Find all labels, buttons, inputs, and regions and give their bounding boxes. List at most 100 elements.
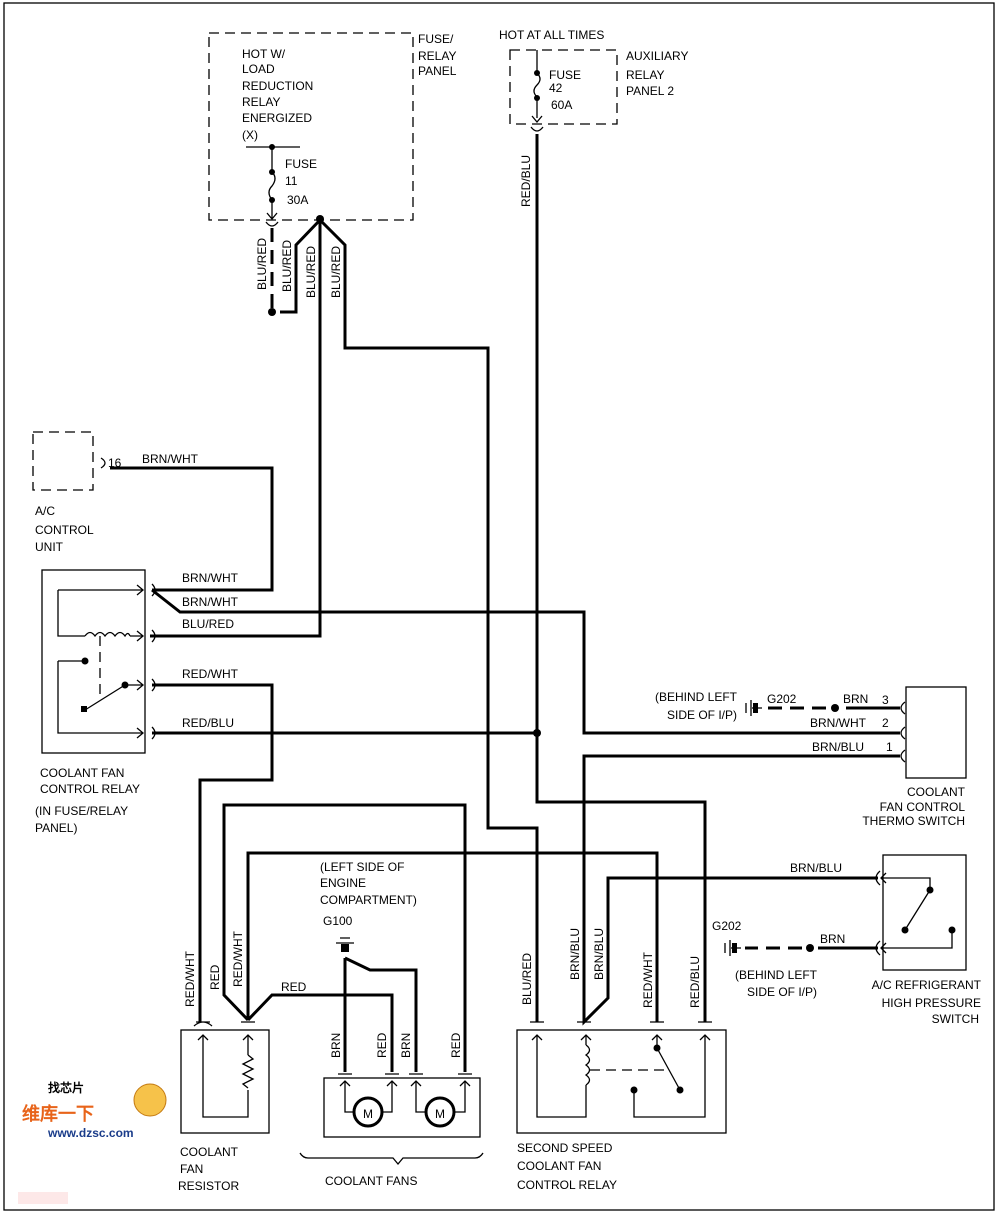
label-wires-brn_blu: BRN/BLU [812,740,864,754]
label-second_speed_relay-title-1: COOLANT FAN [517,1159,601,1173]
label-ground_g202_a-note-1: SIDE OF I/P) [667,708,737,722]
label-coolant_fan_control_relay-title-1: CONTROL RELAY [40,782,140,796]
fan-motor-1-icon [352,1096,384,1128]
diagram-mark [197,1034,254,1041]
label-wires-red_blu: RED/BLU [519,155,533,207]
watermark-logo: 找芯片 维库一下 www.dzsc.com [18,1080,167,1204]
connector-icon [265,221,279,227]
ground-g100: (LEFT SIDE OF ENGINE COMPARTMENT) G100 [320,860,417,952]
diagram-mark [339,1080,471,1087]
label-thermo_switch-title-1: FAN CONTROL [880,800,966,814]
label-wires-red_wht: RED/WHT [183,950,197,1007]
relay-coil-icon [584,1044,591,1086]
diagram-mark [269,197,275,203]
label-wires-blu_red: BLU/RED [182,617,234,631]
label-ac_control_unit-pin: 16 [108,456,122,470]
diagram-mark [150,220,322,638]
diagram-mark [100,457,106,469]
wire-labels: BLU/RED BLU/RED BLU/RED BLU/RED RED/BLU … [142,155,868,1058]
label-aux_panel-title-2: PANEL 2 [626,84,674,98]
diagram-mark [516,1029,727,1134]
ac-refrigerant-high-pressure-switch: A/C REFRIGERANT HIGH PRESSURE SWITCH [872,854,982,1026]
label-wires-blu_red: BLU/RED [255,238,269,290]
diagram-mark [81,657,89,665]
coolant-fan-resistor: COOLANT FAN RESISTOR [178,1021,270,1193]
label-coolant_fan_control_relay-note-1: PANEL) [35,821,77,835]
diagram-mark [882,877,953,949]
label-fuse_relay_panel-hot_label-0: HOT W/ [242,47,286,61]
label-watermark-badge: 找芯片 [48,1080,84,1095]
diagram-mark [180,1029,270,1134]
label-ground_g202_b-note-1: SIDE OF I/P) [747,985,817,999]
frame [3,2,995,1211]
diagram-mark [152,683,274,1022]
diagram-mark [806,944,814,952]
wires [110,134,900,1072]
diagram-mark [202,1035,249,1118]
label-coolant_fan_resistor-title-0: COOLANT [180,1145,239,1159]
label-wires-brn_blu: BRN/BLU [790,861,842,875]
bracket [299,1152,484,1166]
label-wires-red: RED [375,1032,389,1058]
label-ground_g202_b-note-0: (BEHIND LEFT [735,968,818,982]
diagram-mark [266,212,278,221]
label-wires-brn_wht: BRN/WHT [182,595,239,609]
diagram-mark [905,686,967,779]
diagram-mark [222,803,467,1072]
ground-g202-lower: G202 (BEHIND LEFT SIDE OF I/P) [712,919,818,999]
diagram-mark [246,851,659,1022]
diagram-mark [343,956,418,1072]
coolant-fan-thermo-switch: 3 2 1 COOLANT FAN CONTROL THERMO SWITCH [862,686,967,828]
label-ground_g202_b-id: G202 [712,919,742,933]
label-ground_g100-id: G100 [323,914,353,928]
label-wires-blu_red: BLU/RED [520,953,534,1005]
relay-switch-icon [84,684,126,711]
diagram-mark [882,854,967,971]
label-ac_control_unit-title-0: A/C [35,504,55,518]
diagram-mark [533,729,541,737]
diagram-mark [875,870,881,956]
label-wires-brn: BRN [329,1033,343,1058]
label-ground_g100-note-1: ENGINE [320,876,366,890]
label-wires-red: RED [208,964,222,990]
label-wires-brn_blu: BRN/BLU [592,928,606,980]
diagram-mark [901,926,909,934]
ground-g202-upper: G202 (BEHIND LEFT SIDE OF I/P) [655,690,797,722]
diagram-mark [531,115,543,124]
diagram-mark [534,95,540,101]
label-wires-red_wht: RED/WHT [182,667,239,681]
diagram-mark [900,701,906,763]
diagram-mark [531,1034,711,1041]
label-fuse_relay_panel-hot_label-5: (X) [242,128,258,142]
label-wires-blu_red: BLU/RED [329,246,343,298]
label-wires-brn_wht: BRN/WHT [142,452,199,466]
label-coolant_fan_resistor-title-1: FAN [180,1162,203,1176]
label-wires-red: RED [449,1032,463,1058]
label-wires-brn_wht: BRN/WHT [182,571,239,585]
diagram-mark [582,754,900,1026]
label-wires-red_blu: RED/BLU [182,716,234,730]
label-second_speed_relay-title-0: SECOND SPEED [517,1141,613,1155]
diagram-mark [18,1192,68,1204]
diagram-mark [32,431,94,491]
diagram-mark [341,944,349,952]
diagram-mark [344,1082,466,1113]
ac-control-unit: 16 A/C CONTROL UNIT [32,431,122,554]
relay-switch-icon [656,1047,681,1091]
label-watermark-text: 维库一下 [22,1103,94,1124]
diagram-mark [653,1044,661,1052]
resistor-icon [241,1054,255,1089]
diagram-mark [41,569,146,754]
diagram-mark [121,681,129,689]
diagram-mark [676,1086,684,1094]
label-ac_pressure_switch-title-0: A/C REFRIGERANT [872,978,982,992]
diagram-mark [831,704,839,712]
label-thermo_switch-title-2: THERMO SWITCH [862,814,965,828]
label-wires-brn: BRN [399,1033,413,1058]
label-ground_g100-note-0: (LEFT SIDE OF [320,860,404,874]
label-aux_panel-fuse-2: 60A [551,98,572,112]
label-fuse_relay_panel-hot_label-1: LOAD [242,62,275,76]
diagram-mark [732,943,737,953]
diagram-mark [630,1086,638,1094]
